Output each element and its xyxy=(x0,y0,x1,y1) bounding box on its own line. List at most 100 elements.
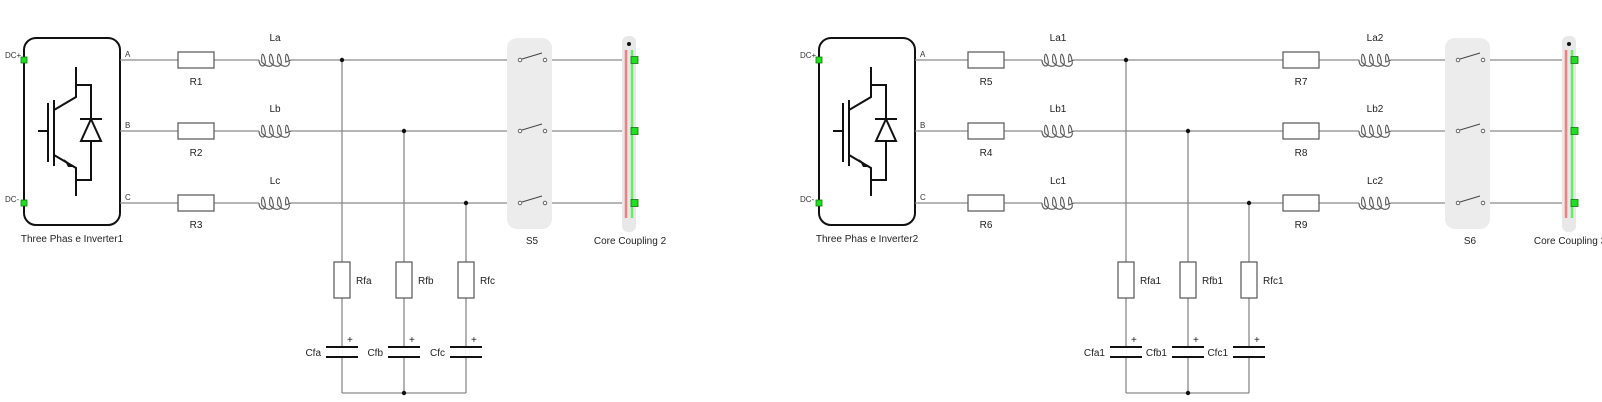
resistor-body-icon xyxy=(1282,194,1320,212)
inductor-coil-icon xyxy=(1358,53,1392,67)
series-inductor[interactable]: Lb2 xyxy=(1358,104,1392,138)
core-coupling[interactable]: Core Coupling 2 xyxy=(594,36,667,247)
series-resistor[interactable]: R7 xyxy=(1282,51,1320,88)
inductor-label: Lc1 xyxy=(1050,176,1067,187)
switch-pole[interactable] xyxy=(1455,123,1486,134)
switch-label: S6 xyxy=(1464,236,1477,247)
junction-dot xyxy=(1246,200,1252,206)
switch-blade-icon xyxy=(521,123,543,131)
dc-minus-label: DC- xyxy=(5,195,20,204)
resistor-body-icon xyxy=(177,122,215,140)
junction-dot xyxy=(339,57,345,63)
coupling-terminal[interactable] xyxy=(630,56,639,64)
filter-resistor[interactable]: Rfa1 xyxy=(1117,261,1162,299)
filter-capacitor[interactable]: +Cfb xyxy=(367,335,420,359)
resistor-label: R6 xyxy=(980,220,993,231)
coupling-label: Core Coupling 2 xyxy=(594,236,667,247)
phase-label: A xyxy=(125,50,131,59)
junction-dot xyxy=(1123,57,1129,63)
junction-dot xyxy=(401,390,407,396)
resistor-body-icon xyxy=(1117,261,1135,299)
resistor-label: R2 xyxy=(190,148,203,159)
series-inductor[interactable]: La1 xyxy=(1041,33,1075,67)
dc-plus-terminal[interactable] xyxy=(815,56,823,64)
coupling-label: Core Coupling 3 xyxy=(1534,236,1602,247)
resistor-body-icon xyxy=(1282,122,1320,140)
capacitor-label: Cfb1 xyxy=(1146,348,1168,359)
switch-pole[interactable] xyxy=(1455,52,1486,63)
filter-resistor[interactable]: Rfc xyxy=(457,261,495,299)
series-resistor[interactable]: R1 xyxy=(177,51,215,88)
series-resistor[interactable]: R4 xyxy=(967,122,1005,159)
switch-blade-icon xyxy=(521,52,543,60)
dc-plus-label: DC+ xyxy=(5,51,22,60)
switch-background xyxy=(1445,38,1490,229)
series-inductor[interactable]: Lc1 xyxy=(1041,176,1075,210)
filter-capacitor[interactable]: +Cfb1 xyxy=(1146,335,1204,359)
filter-resistor[interactable]: Rfc1 xyxy=(1240,261,1284,299)
three-phase-switch[interactable]: S6 xyxy=(1445,38,1490,247)
inductor-label: Lc2 xyxy=(1367,176,1384,187)
resistor-body-icon xyxy=(395,261,413,299)
coupling-terminal[interactable] xyxy=(630,127,639,135)
resistor-label: Rfb1 xyxy=(1202,276,1224,287)
series-resistor[interactable]: R3 xyxy=(177,194,215,231)
resistor-label: Rfc xyxy=(480,276,495,287)
capacitor-label: Cfc xyxy=(430,348,445,359)
switch-pole[interactable] xyxy=(1455,195,1486,206)
series-resistor[interactable]: R2 xyxy=(177,122,215,159)
switch-pole[interactable] xyxy=(517,195,548,206)
inductor-label: La2 xyxy=(1367,33,1384,44)
resistor-label: R1 xyxy=(190,77,203,88)
series-inductor[interactable]: La2 xyxy=(1358,33,1392,67)
coupling-terminal[interactable] xyxy=(630,199,639,207)
inductor-coil-icon xyxy=(1041,196,1075,210)
junction-dot xyxy=(1185,128,1191,134)
series-resistor[interactable]: R5 xyxy=(967,51,1005,88)
coupling-terminal[interactable] xyxy=(1570,127,1579,135)
inductor-coil-icon xyxy=(258,124,292,138)
filter-resistor[interactable]: Rfa xyxy=(333,261,372,299)
switch-blade-icon xyxy=(1459,123,1481,131)
switch-contact-icon xyxy=(1455,128,1461,134)
series-inductor[interactable]: Lb1 xyxy=(1041,104,1075,138)
switch-contact-icon xyxy=(542,128,548,134)
series-inductor[interactable]: Lc xyxy=(258,176,292,210)
series-resistor[interactable]: R6 xyxy=(967,194,1005,231)
coupling-terminal[interactable] xyxy=(1570,199,1579,207)
dc-minus-terminal[interactable] xyxy=(20,199,28,207)
inverter-label: Three Phas e Inverter2 xyxy=(816,234,919,245)
switch-pole[interactable] xyxy=(517,123,548,134)
three-phase-switch[interactable]: S5 xyxy=(507,38,552,247)
filter-resistor[interactable]: Rfb xyxy=(395,261,434,299)
coupling-terminal[interactable] xyxy=(1570,56,1579,64)
core-coupling[interactable]: Core Coupling 3 xyxy=(1534,36,1602,247)
series-resistor[interactable]: R9 xyxy=(1282,194,1320,231)
switch-pole[interactable] xyxy=(517,52,548,63)
dc-plus-terminal[interactable] xyxy=(20,56,28,64)
inductor-coil-icon xyxy=(1041,53,1075,67)
capacitor-polarity-label: + xyxy=(471,335,477,346)
dc-minus-terminal[interactable] xyxy=(815,199,823,207)
filter-capacitor[interactable]: +Cfa xyxy=(305,335,358,359)
resistor-body-icon xyxy=(1282,51,1320,69)
switch-blade-icon xyxy=(1459,52,1481,60)
resistor-body-icon xyxy=(967,122,1005,140)
series-inductor[interactable]: La xyxy=(258,33,292,67)
filter-resistor[interactable]: Rfb1 xyxy=(1179,261,1224,299)
series-resistor[interactable]: R8 xyxy=(1282,122,1320,159)
filter-capacitor[interactable]: + Cfc xyxy=(430,335,482,359)
switch-label: S5 xyxy=(526,236,539,247)
series-inductor[interactable]: Lc2 xyxy=(1358,176,1392,210)
phase-label: C xyxy=(125,193,131,202)
filter-capacitor[interactable]: +Cfa1 xyxy=(1084,335,1142,359)
series-inductor[interactable]: Lb xyxy=(258,104,292,138)
capacitor-polarity-label: + xyxy=(347,335,353,346)
filter-capacitor[interactable]: +Cfc1 xyxy=(1207,335,1265,359)
dc-minus-label: DC- xyxy=(800,195,815,204)
resistor-body-icon xyxy=(1240,261,1258,299)
